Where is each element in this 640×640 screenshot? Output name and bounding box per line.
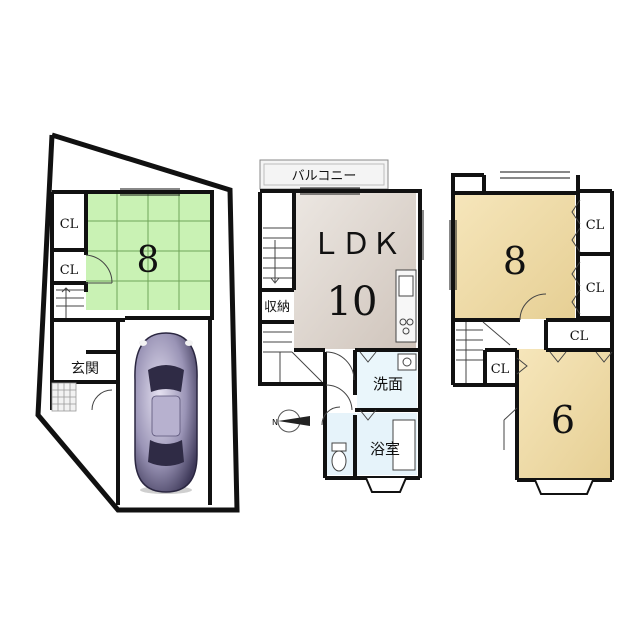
floor2-stair (263, 227, 323, 383)
room-a-floor (453, 193, 575, 319)
car-icon (134, 332, 198, 494)
room-size-label: 8 (137, 240, 160, 281)
entrance-label: 玄関 (71, 360, 99, 377)
toilet-icon (331, 442, 347, 472)
entrance-tiles (51, 382, 77, 412)
bay-window (365, 477, 407, 493)
north-mark-icon: N (272, 418, 278, 427)
floor2-doors (321, 351, 377, 426)
floor2: N バルコニー ＬＤＫ 10 収納 洗面 浴室 (258, 159, 424, 493)
sink-icon (397, 353, 417, 371)
floor1-doors (85, 254, 113, 411)
bathroom-label: 浴室 (370, 440, 400, 458)
kitchen-counter (395, 269, 417, 343)
washroom-label: 洗面 (373, 375, 403, 393)
storage-label: 収納 (264, 300, 290, 315)
balcony (259, 159, 389, 190)
site-boundary (35, 132, 240, 513)
floor3-doors (503, 199, 613, 450)
floor3: CL CL CL CL 8 6 (449, 171, 614, 495)
room-size-label: 8 (503, 239, 527, 283)
floor1: CL CL 8 玄関 (35, 132, 240, 513)
closet-label: CL (570, 329, 589, 344)
closet-label: CL (60, 217, 79, 232)
room-size-label: 6 (551, 398, 575, 442)
ldk-size-label: 10 (327, 279, 378, 325)
closet-label: CL (491, 362, 510, 377)
floor1-stair (56, 287, 84, 318)
floor1-windows (120, 188, 180, 196)
closet-label: CL (586, 281, 605, 296)
compass-icon: N (272, 409, 310, 433)
ldk-label: ＬＤＫ (311, 227, 401, 262)
bathtub-icon (392, 419, 416, 471)
floor3-windows (449, 171, 570, 290)
room-b-floor (517, 349, 611, 479)
closet-label: CL (60, 263, 79, 278)
floor2-windows (300, 187, 424, 260)
balcony-label: バルコニー (292, 169, 357, 184)
closet-label: CL (586, 218, 605, 233)
tatami-grid (86, 192, 210, 310)
floor3-stair (456, 321, 511, 383)
bay-window (534, 479, 594, 495)
